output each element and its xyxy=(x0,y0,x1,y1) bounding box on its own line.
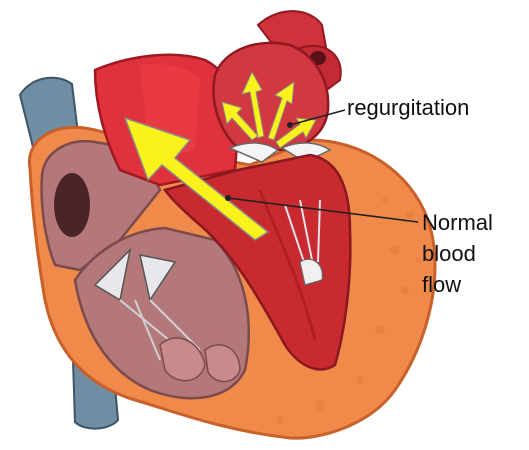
regurgitation-leader-dot xyxy=(287,122,293,128)
label-regurgitation: regurgitation xyxy=(347,95,469,120)
atrium-opening xyxy=(54,173,90,237)
label-blood: blood xyxy=(422,241,476,266)
normal-flow-leader-dot xyxy=(225,195,231,201)
label-flow: flow xyxy=(422,272,461,297)
label-normal: Normal xyxy=(422,210,493,235)
